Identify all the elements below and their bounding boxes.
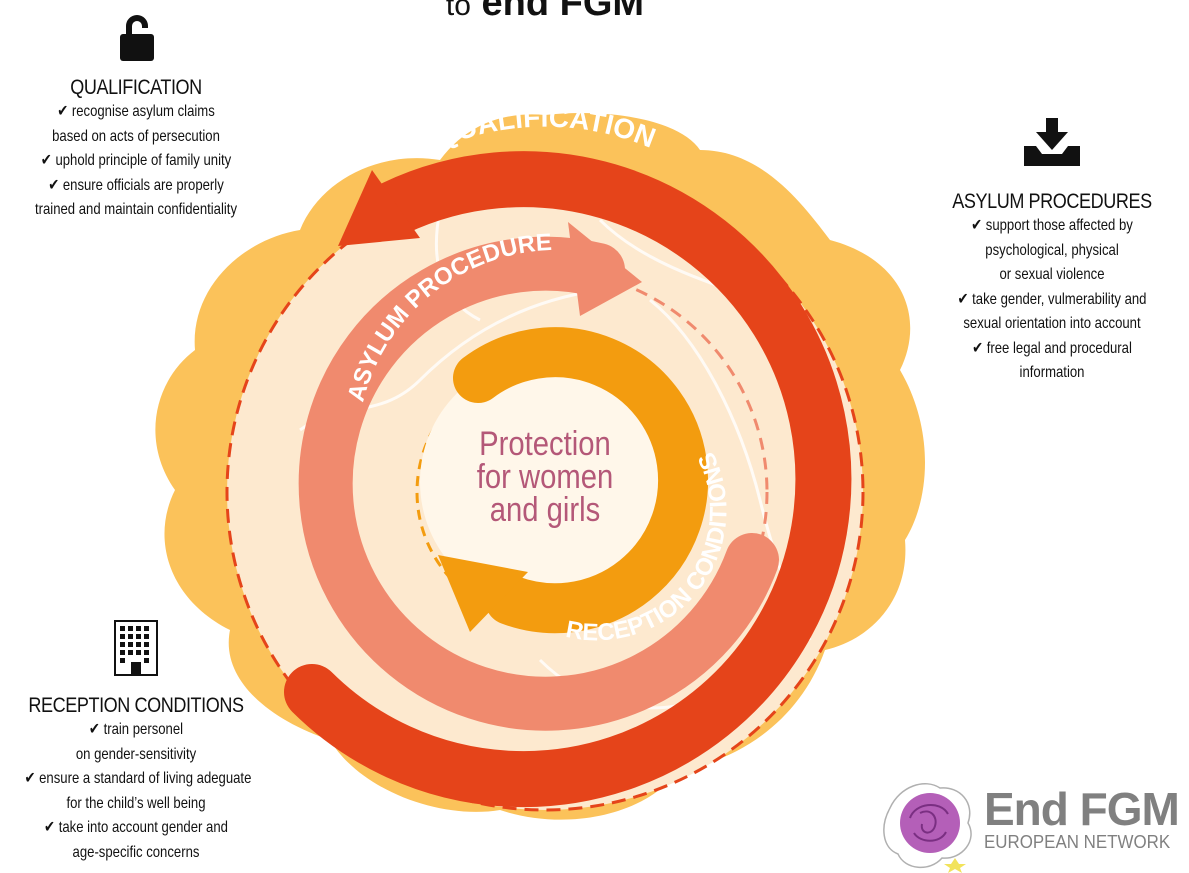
reception-conditions-item: ✔ take into account gender and: [44, 819, 228, 836]
asylum-procedures-item: psychological, physical: [985, 241, 1119, 259]
reception-conditions-arrowhead: [438, 555, 528, 632]
center-text-line: Protection: [479, 425, 611, 463]
asylum-procedures-item: ✔ take gender, vulmerability and: [957, 290, 1147, 308]
logo-subtitle: EUROPEAN NETWORK: [984, 832, 1171, 852]
reception-conditions-heading: RECEPTION CONDITIONS: [28, 694, 244, 717]
asylum-procedures-item: ✔ free legal and procedural: [972, 339, 1132, 357]
asylum-procedures-panel: ASYLUM PROCEDURES ✔ support those affect…: [918, 190, 1186, 386]
asylum-procedures-item: or sexual violence: [999, 266, 1105, 283]
reception-conditions-item: ✔ train personel: [88, 721, 184, 738]
reception-conditions-panel: RECEPTION CONDITIONS ✔ train personel on…: [0, 694, 272, 865]
page-title: to end FGM: [380, 0, 710, 25]
qualification-item: trained and maintain confidentiality: [34, 201, 238, 218]
qualification-item: ✔ uphold principle of family unity: [40, 152, 232, 169]
asylum-procedures-item: information: [1019, 364, 1085, 381]
qualification-heading: QUALIFICATION: [70, 76, 202, 99]
rose-icon: [883, 783, 972, 873]
asylum-procedures-heading: ASYLUM PROCEDURES: [952, 190, 1152, 213]
title-prefix: to: [445, 0, 471, 22]
qualification-item: based on acts of persecution: [52, 127, 220, 145]
building-icon: [114, 620, 158, 676]
end-fgm-logo: End FGM EUROPEAN NETWORK: [880, 778, 1189, 873]
qualification-item: ✔ recognise asylum claims: [57, 103, 215, 120]
asylum-procedures-arrowhead: [568, 222, 642, 316]
reception-conditions-ring: [453, 327, 708, 634]
qualification-ring: [284, 151, 852, 808]
qualification-arrowhead: [338, 170, 420, 246]
reception-conditions-item: on gender-sensitivity: [75, 745, 197, 763]
logo-title: End FGM: [984, 783, 1180, 835]
center-text-line: for women: [476, 458, 614, 496]
reception-conditions-item: for the child’s well being: [66, 794, 206, 812]
center-protection-text: Protection for women and girls: [455, 425, 636, 529]
reception-conditions-item: age-specific concerns: [72, 843, 200, 861]
title-bold: end FGM: [481, 0, 645, 24]
asylum-procedures-item: sexual orientation into account: [963, 315, 1141, 332]
qualification-item: ✔ ensure officials are properly: [48, 176, 224, 194]
asylum-procedures-ring: [298, 236, 779, 731]
qualification-panel: QUALIFICATION ✔ recognise asylum claims …: [0, 76, 272, 223]
inbox-download-icon: [1024, 118, 1080, 166]
center-circle: [420, 357, 670, 607]
center-text-line: and girls: [489, 491, 601, 529]
unlock-icon: [120, 15, 154, 61]
reception-conditions-item: ✔ ensure a standard of living adeguate: [24, 770, 252, 787]
asylum-procedures-item: ✔ support those affected by: [971, 217, 1133, 234]
